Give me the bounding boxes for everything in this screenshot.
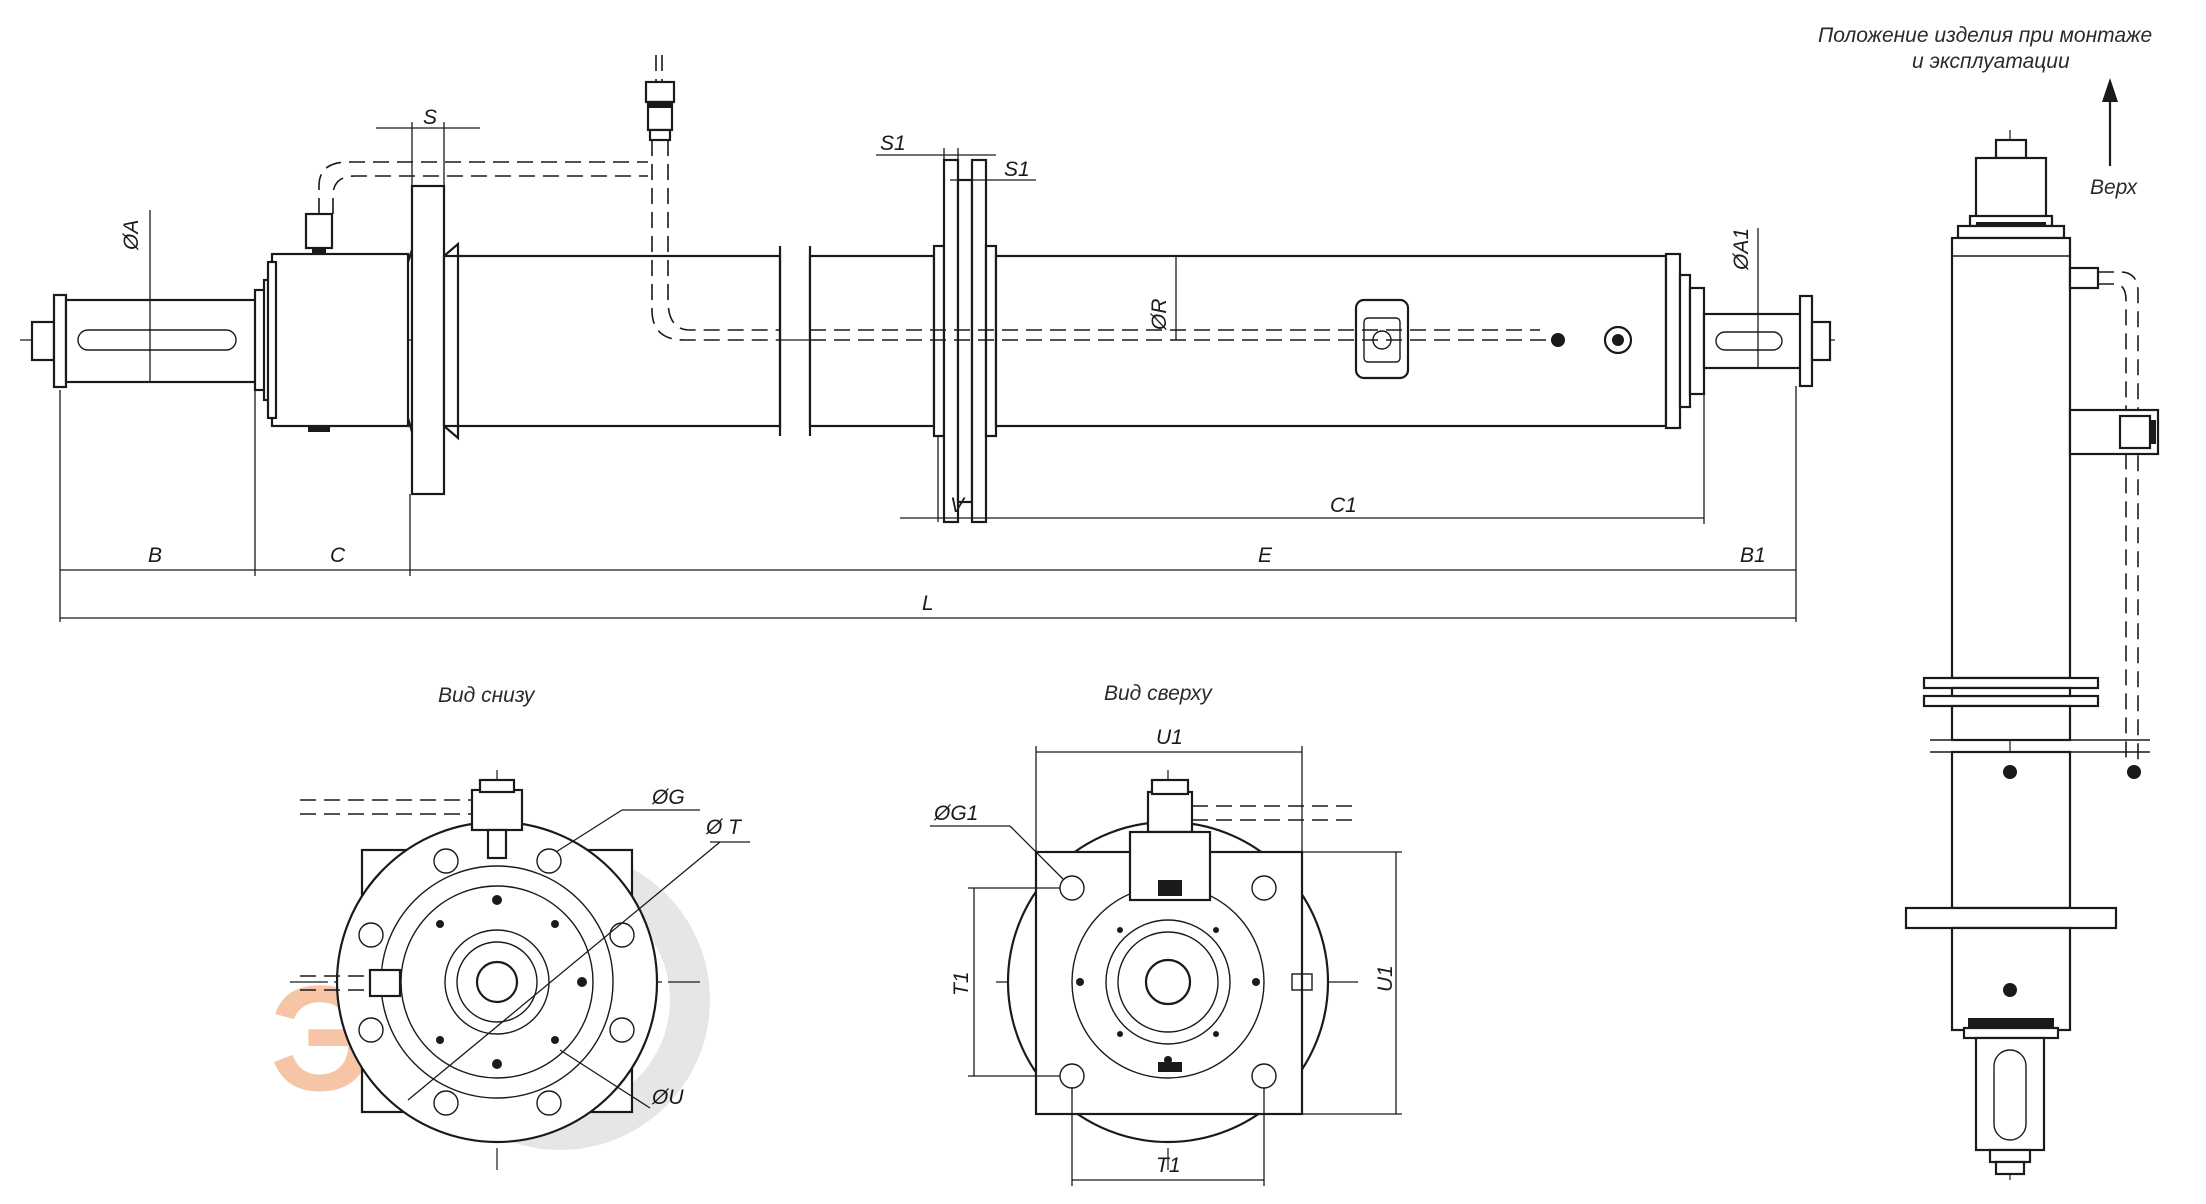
- vertical-position-view: Положение изделия при монтаже и эксплуат…: [1818, 24, 2160, 1180]
- dim-label-V: V: [950, 494, 966, 517]
- dim-label-dA1: ØA1: [1730, 228, 1753, 271]
- top-view: Вид сверху: [930, 682, 1402, 1186]
- dim-label-B: B: [148, 544, 162, 567]
- dim-label-dU: ØU: [651, 1086, 684, 1109]
- dim-label-dT: Ø T: [705, 816, 743, 839]
- bottom-view: Вид снизу: [290, 684, 750, 1170]
- dim-label-dR: ØR: [1148, 299, 1171, 332]
- dim-label-U1-side: U1: [1374, 965, 1397, 992]
- dim-label-S1-right: S1: [1004, 158, 1030, 181]
- dim-label-T1-bottom: T1: [1156, 1154, 1181, 1177]
- dim-label-U1-top: U1: [1156, 726, 1183, 749]
- dim-label-C1: C1: [1330, 494, 1357, 517]
- bottom-view-title: Вид снизу: [438, 684, 536, 707]
- dim-label-dG: ØG: [651, 786, 685, 809]
- dim-label-B1: B1: [1740, 544, 1766, 567]
- dim-label-C: C: [330, 544, 346, 567]
- dim-label-T1-side: T1: [950, 971, 973, 996]
- dim-label-S1-left: S1: [880, 132, 906, 155]
- position-title-line1: Положение изделия при монтаже: [1818, 24, 2152, 47]
- dim-label-E: E: [1258, 544, 1273, 567]
- top-view-title: Вид сверху: [1104, 682, 1213, 705]
- dim-label-S: S: [423, 106, 437, 129]
- position-title-line2: и эксплуатации: [1912, 50, 2070, 73]
- dim-label-L: L: [922, 592, 934, 615]
- dim-label-dG1: ØG1: [933, 802, 978, 825]
- main-side-view: S S1 S1 ØA ØR ØA1 V C1 B: [20, 55, 1835, 622]
- up-label: Верх: [2090, 176, 2139, 199]
- dim-label-dA: ØA: [120, 220, 143, 251]
